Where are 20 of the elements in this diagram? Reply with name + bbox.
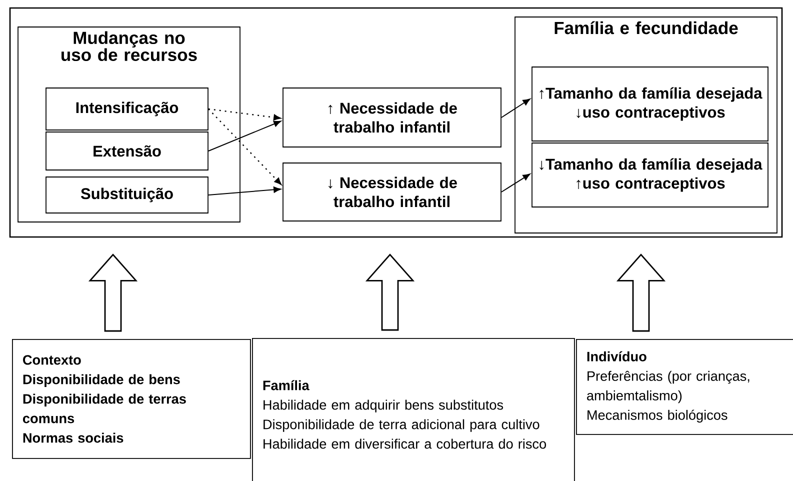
text-box: Extensão: [46, 132, 208, 170]
factor-box: Família Habilidade em adquirir bens substitutos Disponibilidade de terra adicional para cultivo Habilidade em diversificar a cobertura do risco: [252, 338, 575, 481]
arrow: [500, 174, 530, 192]
block-arrow: [365, 254, 415, 331]
text-box: ↑ Necessidade de trabalho infantil: [282, 88, 502, 148]
factor-box: Indivíduo Preferências (por crianças, ambiemtalismo) Mecanismos biológicos: [576, 339, 793, 435]
block-arrow: [88, 254, 138, 332]
diagram-frame: [9, 7, 783, 238]
text-box: ↓Tamanho da família desejada ↑uso contraceptivos: [532, 142, 768, 208]
arrow: [208, 108, 282, 185]
text-box: ↓ Necessidade de trabalho infantil: [282, 162, 502, 222]
block-arrow: [616, 254, 666, 332]
arrow: [208, 186, 282, 196]
text-box: Intensificação: [46, 88, 208, 130]
arrow: [208, 120, 282, 152]
arrow: [500, 98, 530, 118]
factor-box: Contexto Disponibilidade de bens Disponibilidade de terras comuns Normas sociais: [12, 339, 251, 459]
text-box: Substituição: [46, 176, 208, 214]
text-box: ↑Tamanho da família desejada ↓uso contraceptivos: [532, 66, 768, 142]
arrow: [208, 108, 281, 120]
